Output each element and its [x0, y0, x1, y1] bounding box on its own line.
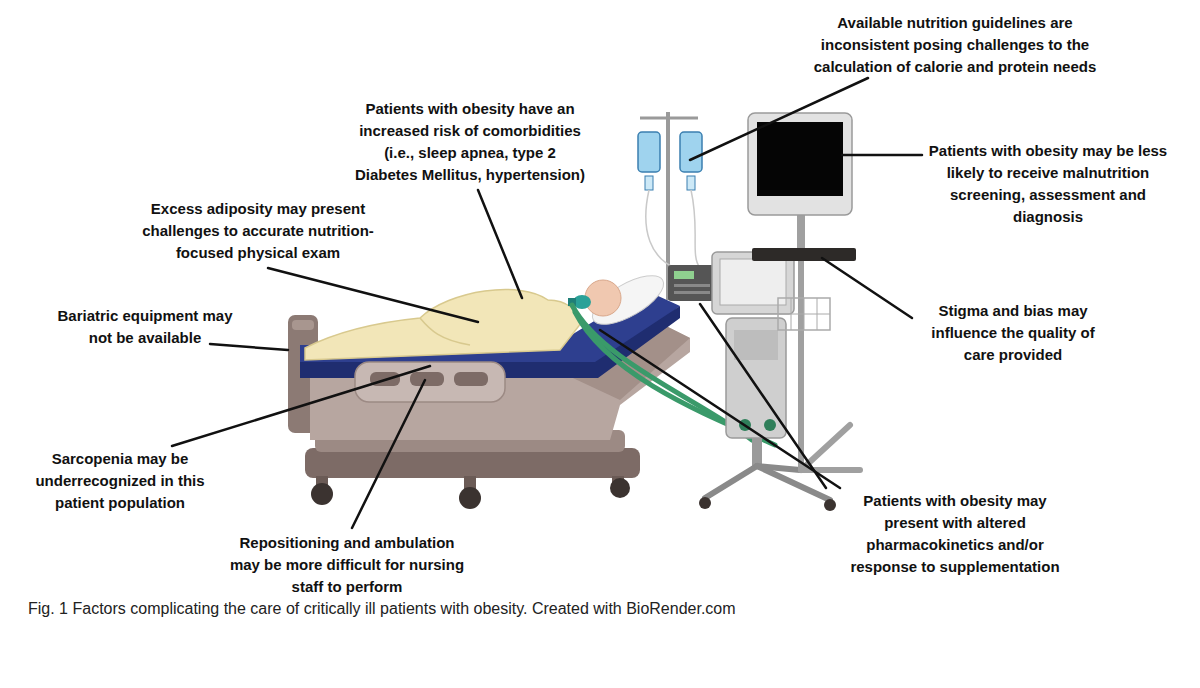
- callout-text: Stigma and bias may influence the qualit…: [918, 300, 1108, 366]
- leader-lines-part: [842, 154, 922, 157]
- iv-pole-part: [640, 117, 698, 120]
- leader-lines-part: [210, 344, 288, 350]
- ventilator-part: [757, 466, 800, 470]
- patient: [305, 266, 671, 360]
- ventilator-part: [699, 497, 711, 509]
- leader-lines-part: [690, 78, 868, 160]
- callout-text: Sarcopenia may be underrecognized in thi…: [25, 448, 215, 514]
- side-rail-part: [410, 372, 444, 386]
- leader-lines: [172, 78, 922, 528]
- leader-lines-part: [822, 258, 912, 318]
- ventilator-part: [734, 330, 778, 360]
- bed-base-part: [610, 478, 630, 498]
- callout-text: Available nutrition guidelines are incon…: [805, 12, 1105, 78]
- iv-pole-part: [645, 176, 653, 190]
- infusion-pump-part: [674, 291, 710, 294]
- ventilator-tubing-part: [572, 305, 752, 440]
- ventilator-part: [824, 499, 836, 511]
- patient-part: [585, 280, 621, 316]
- infusion-pump-part: [674, 284, 710, 287]
- ventilator-part: [752, 438, 762, 466]
- leader-lines-part: [600, 330, 840, 488]
- leader-lines-part: [268, 268, 478, 322]
- patient-monitor-part: [798, 261, 804, 470]
- patient-monitor: [748, 113, 860, 470]
- callout-text: Repositioning and ambulation may be more…: [227, 532, 467, 598]
- ventilator-part: [764, 419, 776, 431]
- bed-base-part: [311, 483, 333, 505]
- ventilator-part: [705, 466, 757, 498]
- patient-monitor-part: [748, 113, 852, 215]
- patient-part: [585, 266, 670, 334]
- callout-text: Bariatric equipment may not be available: [45, 305, 245, 349]
- patient-part: [305, 290, 582, 360]
- footboard-part: [292, 320, 314, 330]
- iv-pole-part: [687, 176, 695, 190]
- callout-text: Patients with obesity may present with a…: [838, 490, 1073, 578]
- infusion-pump: [668, 265, 716, 301]
- patient-monitor-part: [757, 122, 843, 196]
- callout-text: Patients with obesity have an increased …: [353, 98, 588, 186]
- bed-base: [305, 430, 640, 509]
- patient-monitor-part: [778, 298, 830, 330]
- patient-monitor-part: [778, 314, 830, 315]
- leader-lines-part: [352, 380, 425, 528]
- leader-lines-part: [700, 304, 826, 488]
- iv-pole-part: [680, 132, 702, 172]
- bed-base-part: [459, 487, 481, 509]
- iv-pole-part: [638, 132, 660, 172]
- patient-monitor-part: [797, 215, 805, 250]
- figure-caption: Fig. 1 Factors complicating the care of …: [28, 598, 736, 620]
- leader-lines-part: [172, 366, 430, 446]
- iv-pole-part: [691, 190, 700, 268]
- callout-text: Patients with obesity may be less likely…: [928, 140, 1168, 228]
- side-rail-part: [454, 372, 488, 386]
- callout-text: Excess adiposity may present challenges …: [128, 198, 388, 264]
- infusion-pump-part: [674, 271, 694, 279]
- patient-part: [420, 318, 470, 345]
- ventilator-part: [720, 259, 786, 305]
- bed-base-part: [305, 448, 640, 478]
- patient-monitor-part: [752, 248, 856, 261]
- iv-pole-part: [646, 190, 680, 270]
- ventilator-part: [712, 252, 794, 314]
- leader-lines-part: [478, 190, 522, 298]
- infusion-pump-part: [668, 265, 716, 301]
